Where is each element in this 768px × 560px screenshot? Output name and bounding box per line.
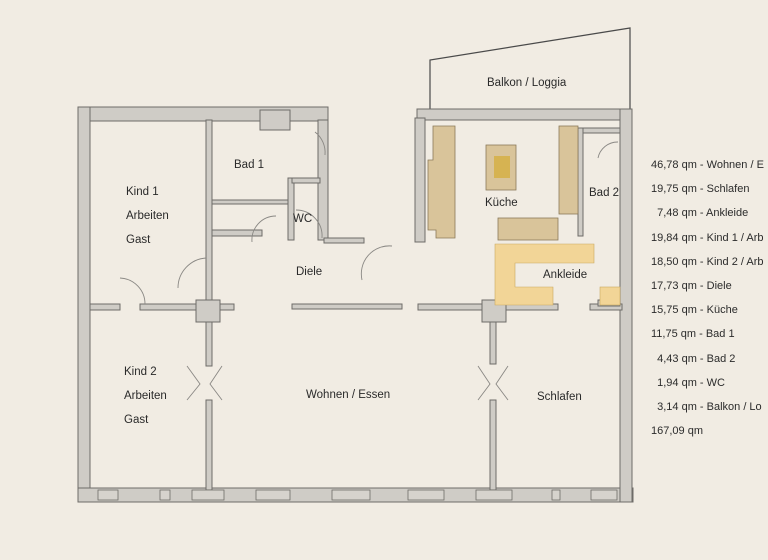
legend-item: 19,75 qm - Schlafen	[651, 183, 750, 196]
legend-item: 4,43 qm - Bad 2	[651, 352, 736, 365]
room-label-kind2-line1: Kind 2	[124, 366, 157, 378]
kitchen-island-center	[494, 156, 510, 178]
legend-item: 15,75 qm - Küche	[651, 304, 738, 317]
room-label-bad1: Bad 1	[234, 159, 265, 171]
legend-item: 18,50 qm - Kind 2 / Arb	[651, 255, 764, 268]
window-blocks	[97, 489, 618, 501]
area-legend: 46,78 qm - Wohnen / E 19,75 qm - Schlafe…	[651, 158, 764, 448]
legend-item: 19,84 qm - Kind 1 / Arb	[651, 231, 764, 244]
room-label-kind1-line1: Kind 1	[126, 186, 159, 198]
legend-item: 7,48 qm - Ankleide	[651, 207, 749, 220]
room-label-wohnen: Wohnen / Essen	[306, 389, 391, 401]
door-arcs	[119, 131, 619, 401]
kitchen-fittings	[427, 125, 579, 241]
room-label-schlafen: Schlafen	[537, 391, 582, 403]
legend-item: 11,75 qm - Bad 1	[651, 328, 735, 341]
legend-item: 1,94 qm - WC	[651, 376, 725, 389]
room-label-ankleide: Ankleide	[543, 269, 588, 281]
legend-item: 17,73 qm - Diele	[651, 279, 732, 292]
wardrobe-fittings	[494, 243, 621, 306]
room-label-kind2-line2: Arbeiten	[124, 390, 167, 402]
room-label-wc: WC	[293, 213, 313, 225]
room-label-diele: Diele	[296, 266, 323, 278]
room-label-bad2: Bad 2	[589, 187, 620, 199]
legend-item: 46,78 qm - Wohnen / E	[651, 159, 764, 171]
room-label-kind1-line2: Arbeiten	[126, 210, 169, 222]
balcony-outline	[429, 27, 631, 111]
room-label-kind2-line3: Gast	[124, 414, 149, 426]
room-label-kind1-line3: Gast	[126, 234, 151, 246]
room-label-balkon: Balkon / Loggia	[487, 77, 567, 89]
legend-item: 3,14 qm - Balkon / Lo	[651, 400, 762, 413]
room-label-kueche: Küche	[485, 197, 518, 209]
legend-total: 167,09 qm	[651, 425, 703, 438]
